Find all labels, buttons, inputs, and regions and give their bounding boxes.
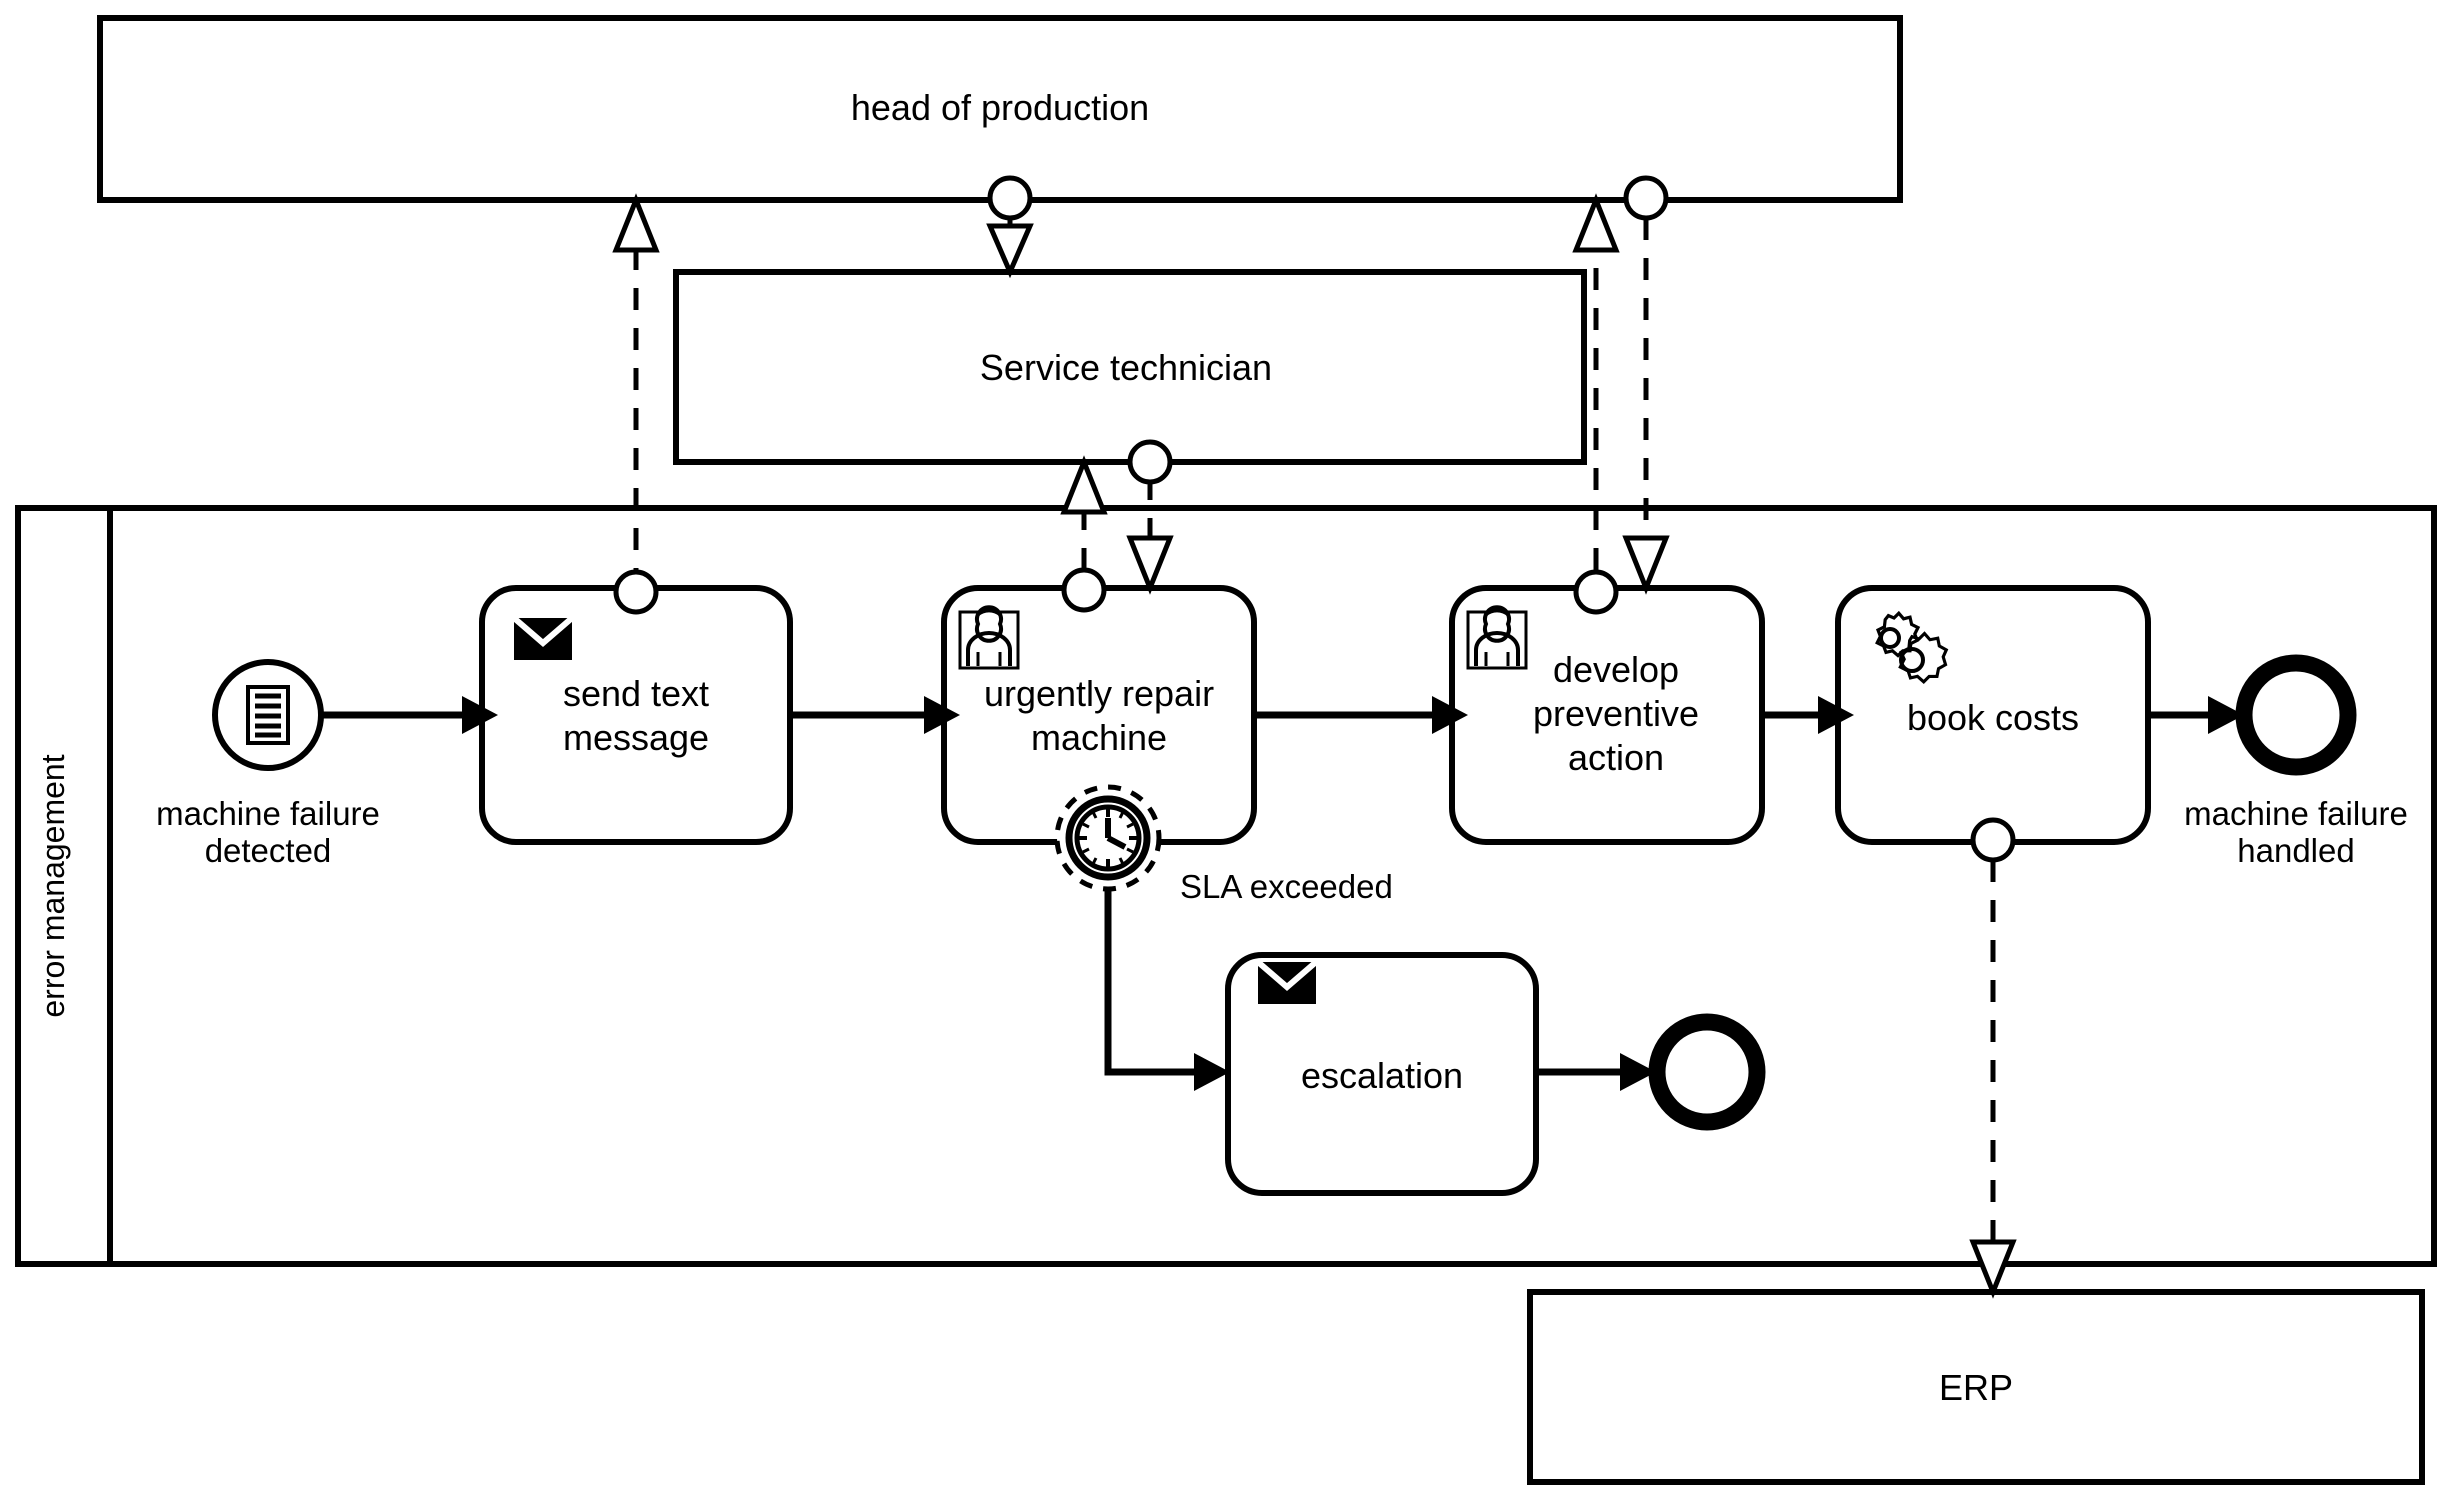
end-event-escalation[interactable] xyxy=(1648,1013,1766,1131)
boundary-event-label: SLA exceeded xyxy=(1180,868,1393,905)
sequence-flow-start-to-send xyxy=(322,696,498,734)
message-flow-head-to-technician xyxy=(986,175,1034,279)
message-flow-source-dot xyxy=(1623,175,1669,221)
envelope-icon xyxy=(1256,959,1318,1004)
pool-service-technician[interactable]: Service technician xyxy=(673,269,1587,465)
pool-head-of-production-label: head of production xyxy=(851,87,1149,128)
task-urgently-repair-machine[interactable]: urgently repair machine xyxy=(941,585,1257,845)
message-flow-source-dot xyxy=(613,569,659,615)
pool-head-of-production[interactable]: head of production xyxy=(97,15,1903,203)
user-icon xyxy=(958,605,1020,670)
sequence-flow-develop-to-book xyxy=(1762,696,1854,734)
task-develop-preventive-action-label-line2: preventive xyxy=(1533,693,1699,734)
pool-service-technician-rect[interactable] xyxy=(673,269,1587,465)
message-flow-source-dot xyxy=(1970,817,2016,863)
message-flow-arrowhead xyxy=(1060,455,1108,515)
message-flow-arrowhead xyxy=(1572,193,1620,253)
pool-erp-label: ERP xyxy=(1939,1367,2013,1408)
message-flow-arrowhead xyxy=(986,223,1034,279)
sequence-flow-escalation-to-end xyxy=(1536,1053,1656,1091)
message-flow-book-to-erp xyxy=(1969,817,2017,1299)
message-flow-arrowhead xyxy=(1622,535,1670,595)
message-flow-source-dot xyxy=(1061,567,1107,613)
message-document-icon xyxy=(246,685,290,745)
pool-service-technician-label: Service technician xyxy=(980,347,1272,388)
task-urgently-repair-machine-label-line1: urgently repair xyxy=(984,673,1214,714)
message-flow-send-to-head xyxy=(612,193,660,615)
sequence-flow-book-to-end xyxy=(2148,696,2244,734)
lane-error-management-label: error management xyxy=(35,754,71,1017)
sequence-flows xyxy=(322,696,2244,1091)
start-event-label-line2: detected xyxy=(205,832,332,869)
message-flow-source-dot xyxy=(987,175,1033,221)
pool-head-of-production-rect[interactable] xyxy=(97,15,1903,203)
message-flow-source-dot xyxy=(1573,569,1619,615)
message-flow-technician-to-repair xyxy=(1126,439,1174,595)
task-urgently-repair-machine-label-line2: machine xyxy=(1031,717,1167,758)
task-send-text-message-label-line2: message xyxy=(563,717,709,758)
task-develop-preventive-action[interactable]: develop preventive action xyxy=(1449,585,1765,845)
user-icon xyxy=(1466,605,1528,670)
end-event-circle[interactable] xyxy=(2235,654,2357,776)
task-develop-preventive-action-label-line3: action xyxy=(1568,737,1664,778)
start-event-label-line1: machine failure xyxy=(156,795,380,832)
pool-erp-rect[interactable] xyxy=(1527,1289,2425,1485)
task-send-text-message[interactable]: send text message xyxy=(479,585,793,845)
pool-erp[interactable]: ERP xyxy=(1527,1289,2425,1485)
start-event-machine-failure-detected[interactable]: machine failure detected xyxy=(156,659,380,869)
message-flow-arrowhead xyxy=(1126,535,1174,595)
task-escalation[interactable]: escalation xyxy=(1225,952,1539,1196)
task-book-costs-label: book costs xyxy=(1907,697,2079,738)
message-flows xyxy=(612,175,2017,1299)
task-escalation-label: escalation xyxy=(1301,1055,1463,1096)
message-flow-head-to-develop xyxy=(1622,175,1670,595)
message-flow-repair-to-technician xyxy=(1060,455,1108,613)
message-flow-arrowhead xyxy=(612,193,660,253)
end-event-escalation-circle[interactable] xyxy=(1648,1013,1766,1131)
timer-clock-icon xyxy=(1074,804,1142,872)
sequence-flow-send-to-repair xyxy=(790,696,960,734)
sequence-flow-timer-to-escalation xyxy=(1104,889,1230,1091)
message-flow-source-dot xyxy=(1127,439,1173,485)
task-send-text-message-label-line1: send text xyxy=(563,673,709,714)
message-flow-arrowhead xyxy=(1969,1239,2017,1299)
gear-icon xyxy=(1875,610,1949,684)
task-develop-preventive-action-label-line1: develop xyxy=(1553,649,1679,690)
message-flow-develop-to-head xyxy=(1572,193,1620,615)
end-event-label-line2: handled xyxy=(2237,832,2354,869)
sequence-flow-repair-to-develop xyxy=(1254,696,1468,734)
end-event-label-line1: machine failure xyxy=(2184,795,2408,832)
task-book-costs[interactable]: book costs xyxy=(1835,585,2151,845)
envelope-icon xyxy=(512,615,574,660)
